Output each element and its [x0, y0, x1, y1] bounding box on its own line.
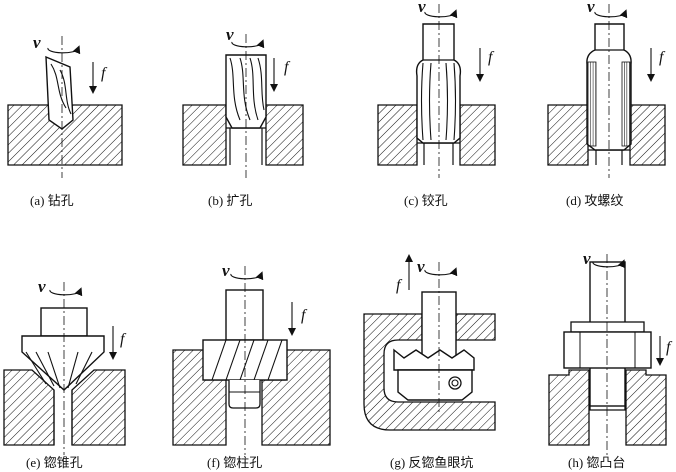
speed-label-b: v	[226, 25, 234, 44]
caption-g: (g) 反锪鱼眼坑	[390, 455, 474, 470]
feed-label-f: f	[301, 307, 308, 324]
panel-a-drilling: v f	[7, 33, 123, 178]
caption-h: (h) 锪凸台	[568, 455, 626, 470]
lock-screw-icon	[448, 376, 462, 390]
speed-label-e: v	[38, 277, 46, 296]
workpiece-b-right	[265, 104, 304, 166]
panel-d-tapping: v f	[547, 0, 666, 178]
workpiece-h-left	[548, 369, 590, 446]
workpiece-g-right	[455, 313, 496, 341]
caption-c: (c) 铰孔	[404, 193, 448, 208]
speed-label-f: v	[222, 261, 230, 280]
rotation-arrow-b	[231, 39, 265, 49]
panel-h-boss-spotfacing: v f	[548, 249, 673, 455]
workpiece-e-left	[3, 369, 55, 446]
speed-label-a: v	[33, 33, 41, 52]
tap-thread-right	[621, 61, 631, 147]
feed-label-b: f	[284, 59, 291, 76]
speed-label-h: v	[583, 249, 591, 268]
panel-f-counterboring: v f	[172, 261, 331, 455]
tap-thread-left	[587, 61, 597, 147]
workpiece-d-left	[547, 104, 589, 166]
feed-label-g: f	[396, 277, 403, 294]
caption-d: (d) 攻螺纹	[566, 193, 624, 208]
rotation-arrow-h	[592, 259, 626, 269]
tap	[586, 23, 632, 151]
rotation-arrow-a	[47, 45, 81, 55]
caption-f: (f) 锪柱孔	[207, 455, 263, 470]
workpiece-c-left	[377, 104, 418, 166]
feed-label-a: f	[101, 65, 108, 82]
caption-b: (b) 扩孔	[208, 193, 253, 208]
rotation-arrow-g	[424, 267, 458, 277]
speed-label-c: v	[418, 0, 426, 16]
feed-label-e: f	[120, 331, 127, 348]
panel-c-reaming: v f	[377, 0, 496, 178]
counterbore-pilot	[228, 380, 261, 409]
rotation-arrow-d	[594, 9, 628, 19]
rotation-arrow-c	[424, 9, 458, 19]
speed-label-d: v	[587, 0, 595, 16]
feed-label-c: f	[488, 49, 495, 66]
panel-e-countersinking: v f	[3, 277, 127, 455]
panel-b-core-drilling: v f	[182, 25, 304, 178]
feed-label-h: f	[666, 339, 673, 356]
counterbore-shank	[225, 289, 264, 341]
workpiece-d-right	[629, 104, 666, 166]
boss-spotface-collar	[570, 321, 645, 333]
workpiece-c-right	[459, 104, 496, 166]
workpiece-g-left	[363, 313, 496, 431]
feed-label-d: f	[659, 49, 666, 66]
workpiece-e-right	[71, 369, 126, 446]
countersink-cutter	[21, 335, 105, 391]
workpiece-b-left	[182, 104, 227, 166]
rotation-arrow-f	[230, 271, 264, 281]
panel-g-back-spotfacing: v f	[363, 254, 496, 431]
caption-e: (e) 锪锥孔	[26, 455, 83, 470]
speed-label-g: v	[417, 257, 425, 276]
boss-spotface-cutter	[563, 331, 652, 369]
rotation-arrow-e	[49, 287, 83, 297]
reamer	[415, 23, 462, 144]
caption-a: (a) 钻孔	[30, 193, 74, 208]
workpiece-h-right	[625, 369, 667, 446]
